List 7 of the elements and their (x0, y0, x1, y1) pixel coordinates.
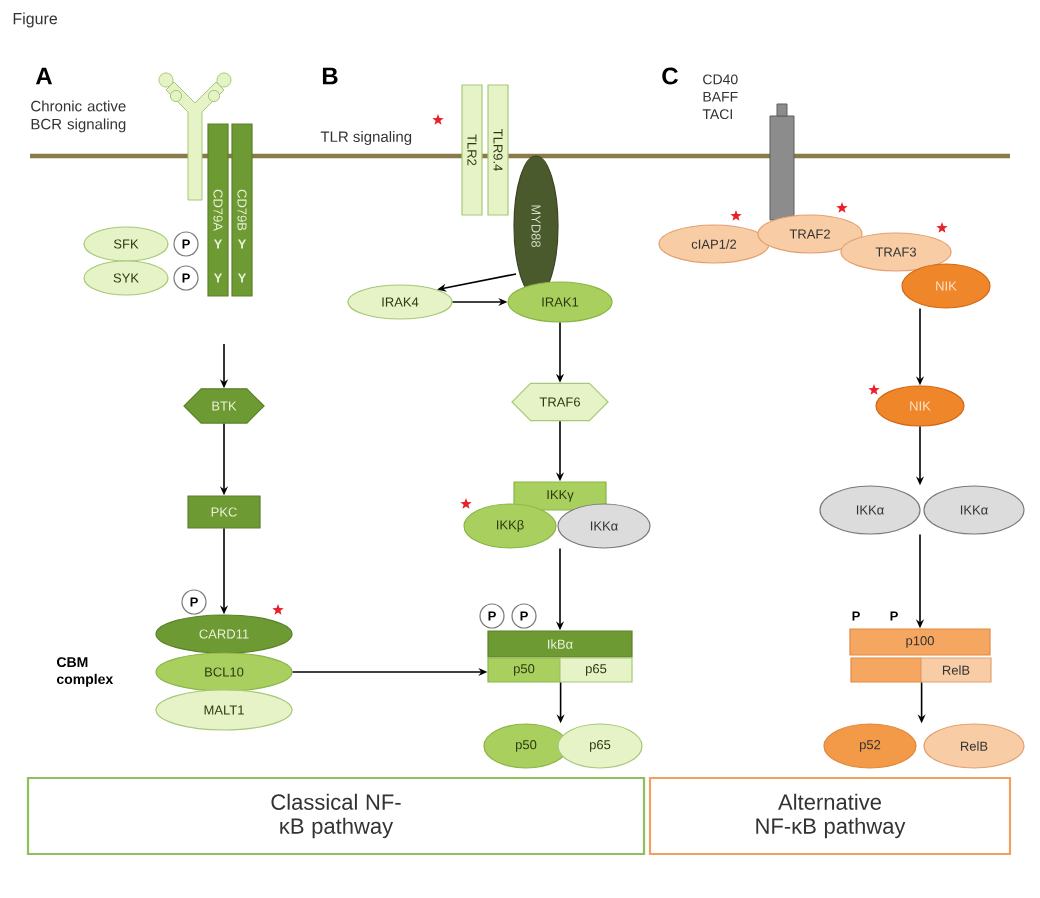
protein-box (850, 657, 922, 683)
figure-title: Figure (13, 12, 58, 28)
pathway-box: Alternative NF-κB pathway (648, 776, 1012, 856)
panel-letter: C (662, 67, 678, 85)
panel-letter: A (35, 67, 53, 85)
pathway-box: Classical NF-κB pathway (26, 776, 646, 856)
panel-letter: B (322, 67, 338, 85)
